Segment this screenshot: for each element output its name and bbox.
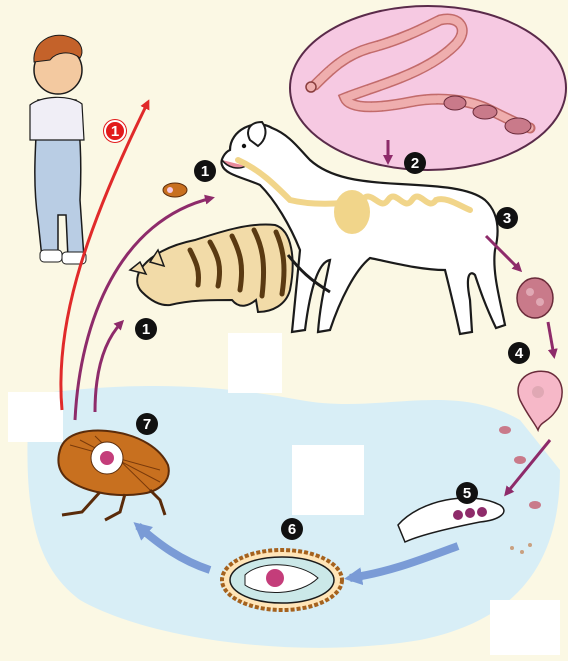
step-label: 1 — [111, 124, 119, 139]
step-label: 6 — [288, 522, 296, 537]
blank-label-box — [490, 600, 560, 655]
egg-packet — [517, 278, 553, 318]
step-marker-1-child: 1 — [104, 120, 126, 142]
step-marker-7: 7 — [136, 413, 158, 435]
adult-flea-small — [163, 183, 187, 197]
step-marker-6: 6 — [281, 518, 303, 540]
step-label: 3 — [503, 211, 511, 226]
step-label: 1 — [201, 164, 209, 179]
step-label: 4 — [515, 346, 523, 361]
step-marker-3: 3 — [496, 207, 518, 229]
step-label: 5 — [463, 486, 471, 501]
blank-label-box — [228, 333, 282, 393]
scolex — [306, 82, 316, 92]
child-illustration — [30, 35, 86, 264]
blank-label-box — [8, 392, 63, 442]
step-label: 2 — [411, 156, 419, 171]
step-label: 7 — [143, 417, 151, 432]
step-marker-1-cat: 1 — [135, 318, 157, 340]
blank-label-box — [292, 445, 364, 515]
flea-pupa — [222, 550, 342, 610]
step-marker-5: 5 — [456, 482, 478, 504]
step-marker-4: 4 — [508, 342, 530, 364]
step-marker-2: 2 — [404, 152, 426, 174]
step-label: 1 — [142, 322, 150, 337]
step-marker-1-dog: 1 — [194, 160, 216, 182]
tapeworm-inset — [290, 6, 566, 170]
